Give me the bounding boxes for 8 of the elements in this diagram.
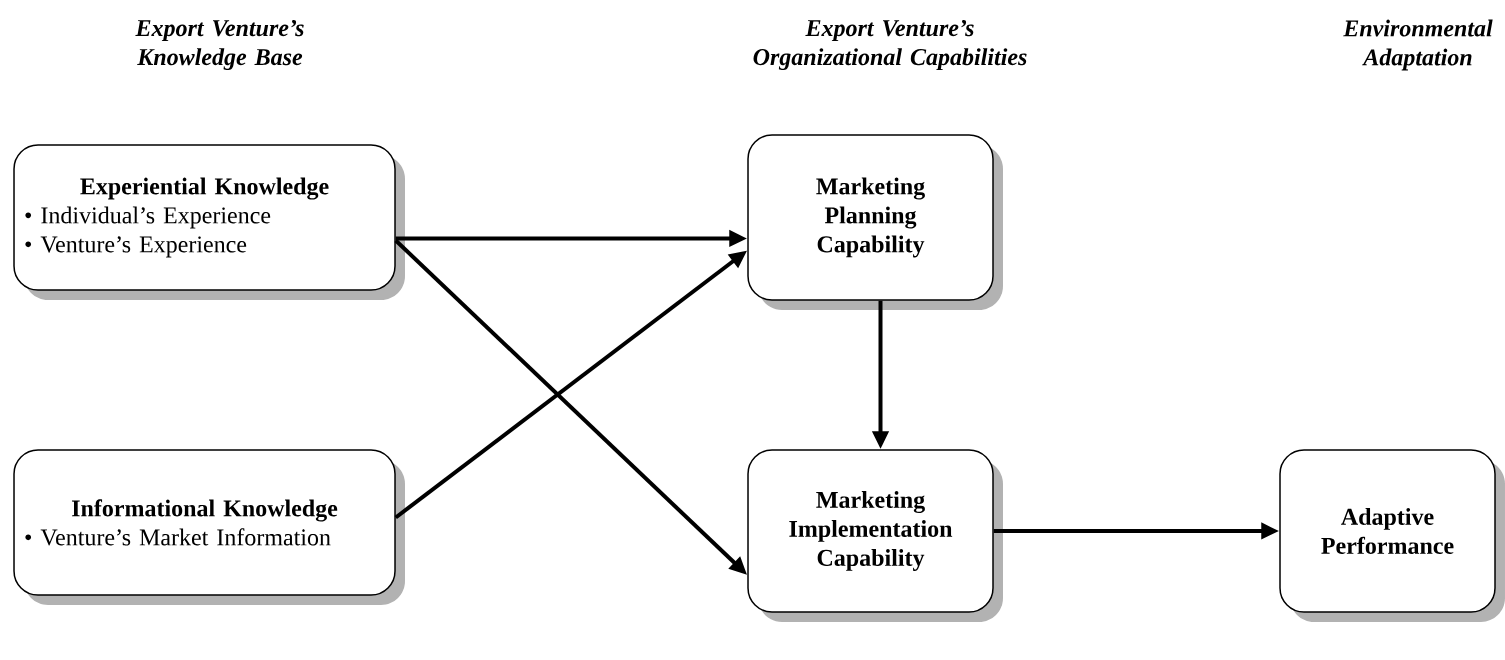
- knowledge-box: Informational Knowledge • Venture’s Market Information: [13, 449, 405, 605]
- capability-box: Adaptive Performance: [1279, 449, 1505, 622]
- capability-box: Marketing Implementation Capability: [747, 449, 1003, 622]
- capability-box: Marketing Planning Capability: [747, 134, 1003, 310]
- column-heading: Environmental Adaptation: [1343, 19, 1493, 71]
- knowledge-box: Experiential Knowledge • Individual’s Experience • Venture’s Experience: [13, 144, 405, 300]
- column-heading: Export Venture’s Organizational Capabilities: [753, 19, 1027, 71]
- column-heading: Export Venture’s Knowledge Base: [135, 19, 304, 71]
